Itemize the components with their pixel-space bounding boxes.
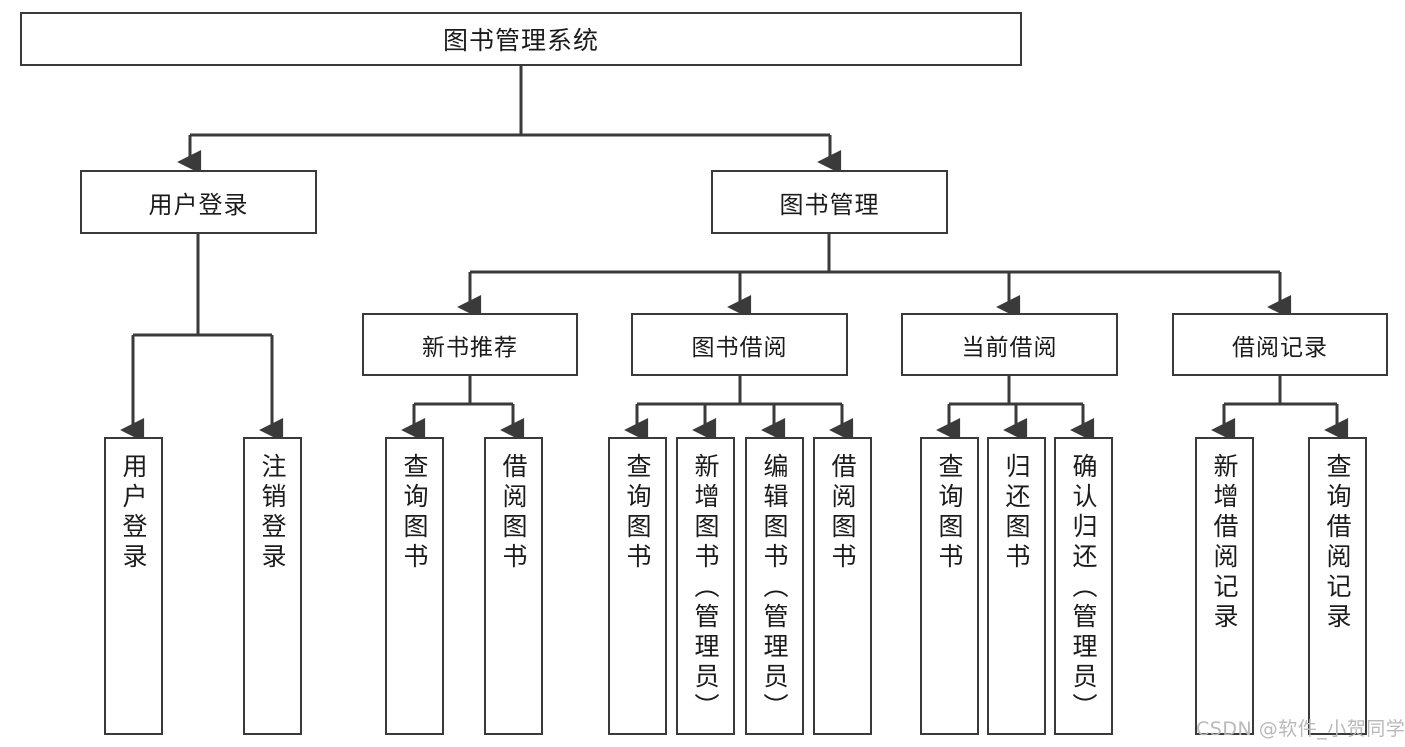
leaf-add-borrow-record[interactable]: 新增借阅记录 [1195,437,1254,735]
leaf-borrow-book[interactable]: 借阅图书 [813,437,872,735]
node-label: 新增图书（管理员） [691,453,720,723]
node-label: 用户登录 [119,453,148,573]
node-book-management[interactable]: 图书管理 [711,170,948,234]
leaf-edit-book-admin[interactable]: 编辑图书（管理员） [745,437,804,735]
node-root-system[interactable]: 图书管理系统 [20,12,1022,66]
node-label: 查询图书 [935,453,964,573]
leaf-query-book-borrow[interactable]: 查询图书 [608,437,667,735]
node-label: 查询借阅记录 [1323,453,1352,633]
watermark-text: CSDN @软件_小贺同学 [1196,718,1405,740]
leaf-return-book[interactable]: 归还图书 [987,437,1046,735]
node-label: 新书推荐 [422,334,518,361]
node-label: 图书管理系统 [442,26,599,55]
node-label: 借阅图书 [499,453,528,573]
node-label: 查询图书 [400,453,429,573]
node-label: 当前借阅 [961,334,1058,361]
node-label: 归还图书 [1002,453,1031,573]
leaf-query-borrow-record[interactable]: 查询借阅记录 [1308,437,1367,735]
node-book-borrow[interactable]: 图书借阅 [631,313,848,376]
node-borrow-records[interactable]: 借阅记录 [1172,313,1388,376]
node-label: 借阅图书 [828,453,857,573]
leaf-query-book-current[interactable]: 查询图书 [920,437,979,735]
node-user-login[interactable]: 用户登录 [80,170,317,234]
node-label: 图书借阅 [691,334,788,361]
node-label: 借阅记录 [1232,334,1328,361]
leaf-borrow-book-recommendation[interactable]: 借阅图书 [484,437,543,735]
node-current-borrow[interactable]: 当前借阅 [901,313,1118,376]
leaf-add-book-admin[interactable]: 新增图书（管理员） [676,437,735,735]
node-label: 图书管理 [779,190,880,219]
node-new-book-recommendation[interactable]: 新书推荐 [362,313,578,376]
node-label: 注销登录 [258,453,287,573]
leaf-logout[interactable]: 注销登录 [243,437,302,735]
node-label: 确认归还（管理员） [1069,453,1098,723]
node-label: 新增借阅记录 [1210,453,1239,633]
leaf-user-login[interactable]: 用户登录 [104,437,163,735]
node-label: 查询图书 [623,453,652,573]
leaf-confirm-return-admin[interactable]: 确认归还（管理员） [1054,437,1113,735]
leaf-query-book-recommendation[interactable]: 查询图书 [385,437,444,735]
node-label: 用户登录 [148,190,249,219]
node-label: 编辑图书（管理员） [760,453,789,723]
